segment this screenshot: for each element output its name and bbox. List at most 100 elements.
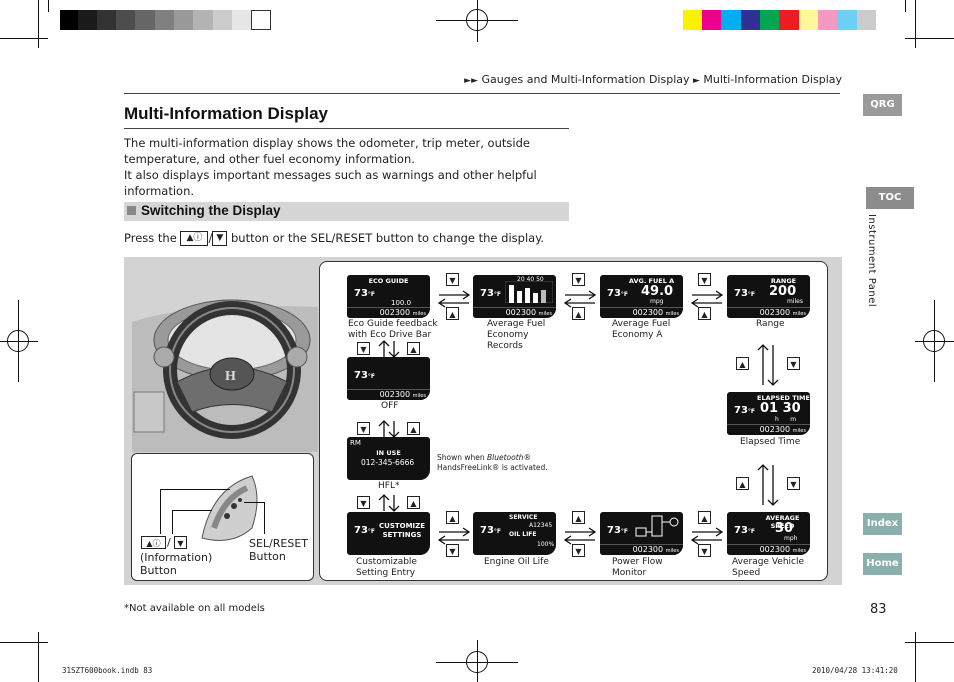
down-button-icon: ▼	[787, 477, 800, 490]
down-button-icon: ▼	[698, 273, 711, 286]
steering-spoke-closeup	[201, 475, 258, 541]
down-button-icon: ▼	[787, 357, 800, 370]
temp-unit: °F	[747, 291, 756, 298]
footnote: *Not available on all models	[124, 603, 265, 614]
callout-line	[172, 510, 212, 511]
title-rule	[124, 128, 569, 129]
double-arrow-icon	[563, 527, 597, 545]
odometer-value: 002300	[379, 390, 411, 399]
down-button-icon: ▼	[357, 496, 370, 509]
screen-hfl: RM IN USE 012-345-6666	[347, 437, 430, 480]
range-unit: miles	[787, 298, 803, 305]
fuel-scale: 20 40 50	[517, 276, 544, 283]
tab-qrg[interactable]: QRG	[863, 94, 902, 116]
odometer-value: 002300	[505, 308, 537, 317]
intro-text: The multi-information display shows the …	[124, 135, 574, 199]
up-button-icon: ▲	[407, 422, 420, 435]
callout-line	[160, 489, 161, 534]
tab-home[interactable]: Home	[863, 553, 902, 575]
avg-speed-unit: mph	[784, 535, 798, 542]
caption-bt-note: Shown when Bluetooth® HandsFreeLink® is …	[437, 453, 548, 473]
avg-fuel-unit: mpg	[650, 298, 664, 305]
down-button-icon: ▼	[572, 544, 585, 557]
down-button-icon: ▼	[174, 536, 187, 549]
odometer-unit: miles	[412, 393, 426, 399]
odometer-value: 002300	[632, 545, 664, 554]
temp-value: 73	[480, 525, 494, 536]
temp-unit: °F	[367, 291, 376, 298]
up-button-icon: ▲	[736, 477, 749, 490]
up-button-icon: ▲	[698, 511, 711, 524]
screen-range: RANGE 73°F 200 miles 002300 miles	[727, 275, 810, 318]
tab-index[interactable]: Index	[863, 513, 902, 535]
sel-reset-caption: SEL/RESET Button	[249, 537, 309, 563]
page-title: Multi-Information Display	[124, 104, 328, 123]
square-bullet-icon	[127, 206, 136, 215]
odometer-value: 002300	[379, 308, 411, 317]
screen-avg-speed: AVERAGE SPEED 73°F 30 mph 002300 miles	[727, 512, 810, 555]
caption-power-flow: Power Flow Monitor	[612, 557, 663, 578]
down-button-icon: ▼	[212, 231, 228, 246]
bt-note-brand: Bluetooth	[487, 453, 524, 462]
callout-line	[244, 502, 264, 503]
power-flow-icon	[635, 515, 679, 537]
temp-unit: °F	[367, 528, 376, 535]
odometer-unit: miles	[538, 311, 552, 317]
vertical-double-arrow-icon	[378, 494, 400, 512]
up-button-icon: ▲	[407, 342, 420, 355]
screen-avg-fuel-records: 20 40 50 73°F 002300 miles	[473, 275, 556, 318]
vertical-double-arrow-icon	[757, 464, 779, 506]
down-button-icon: ▼	[698, 544, 711, 557]
hfl-number: 012-345-6666	[361, 458, 415, 467]
odometer-unit: miles	[665, 311, 679, 317]
temp-value: 73	[354, 288, 368, 299]
tab-toc[interactable]: TOC	[866, 187, 914, 209]
caption-avg-fuel-records: Average Fuel Economy Records	[487, 319, 546, 351]
print-info-left: 31SZT600book.indb 83	[62, 666, 153, 675]
up-button-icon: ▲	[572, 511, 585, 524]
odometer-unit: miles	[412, 311, 426, 317]
odometer-value: 002300	[759, 308, 791, 317]
avg-fuel-header: AVG. FUEL A	[628, 277, 675, 285]
up-info-button-icon: ▲ⓘ	[180, 231, 209, 246]
section-title: Switching the Display	[141, 203, 281, 218]
press-prefix: Press the	[124, 231, 177, 245]
breadcrumb-current: Multi-Information Display	[703, 73, 842, 86]
breadcrumb-section-link[interactable]: Gauges and Multi-Information Display	[481, 73, 690, 86]
oil-code: A12345	[529, 522, 553, 529]
caption-elapsed: Elapsed Time	[740, 437, 801, 447]
breadcrumb: ►► Gauges and Multi-Information Display …	[464, 73, 842, 86]
caption-engine-oil: Engine Oil Life	[484, 557, 549, 567]
temp-unit: °F	[747, 528, 756, 535]
intro-line-1: The multi-information display shows the …	[124, 136, 530, 166]
screen-avg-fuel-a: AVG. FUEL A 73°F 49.0 mpg 002300 miles	[600, 275, 683, 318]
oil-service: SERVICE	[509, 514, 538, 521]
vertical-double-arrow-icon	[378, 420, 400, 438]
down-button-icon: ▼	[446, 544, 459, 557]
up-button-icon: ▲	[736, 357, 749, 370]
eco-guide-header: ECO GUIDE	[368, 277, 409, 285]
vertical-double-arrow-icon	[757, 344, 779, 386]
info-button-caption: (Information) Button	[140, 551, 213, 577]
temp-unit: °F	[493, 528, 502, 535]
avg-speed-header: AVERAGE SPEED	[765, 514, 800, 530]
customize-label: CUSTOMIZE SETTINGS	[379, 522, 426, 539]
range-value: 200	[769, 284, 797, 299]
screen-customize: 73°F CUSTOMIZE SETTINGS	[347, 512, 430, 555]
temp-value: 73	[607, 288, 621, 299]
header-rule	[124, 93, 840, 94]
temp-value: 73	[480, 288, 494, 299]
caption-off: OFF	[381, 401, 399, 411]
caption-range: Range	[756, 319, 785, 329]
svg-text:H: H	[225, 369, 236, 384]
elapsed-value: 01 30	[760, 401, 801, 416]
temp-unit: °F	[493, 291, 502, 298]
odometer-unit: miles	[792, 428, 806, 434]
up-button-icon: ▲	[446, 307, 459, 320]
callout-line	[264, 502, 265, 534]
odometer-value: 002300	[759, 425, 791, 434]
double-arrow-icon	[690, 290, 724, 308]
bt-note-prefix: Shown when	[437, 453, 488, 462]
odometer-value: 002300	[632, 308, 664, 317]
down-button-icon: ▼	[446, 273, 459, 286]
